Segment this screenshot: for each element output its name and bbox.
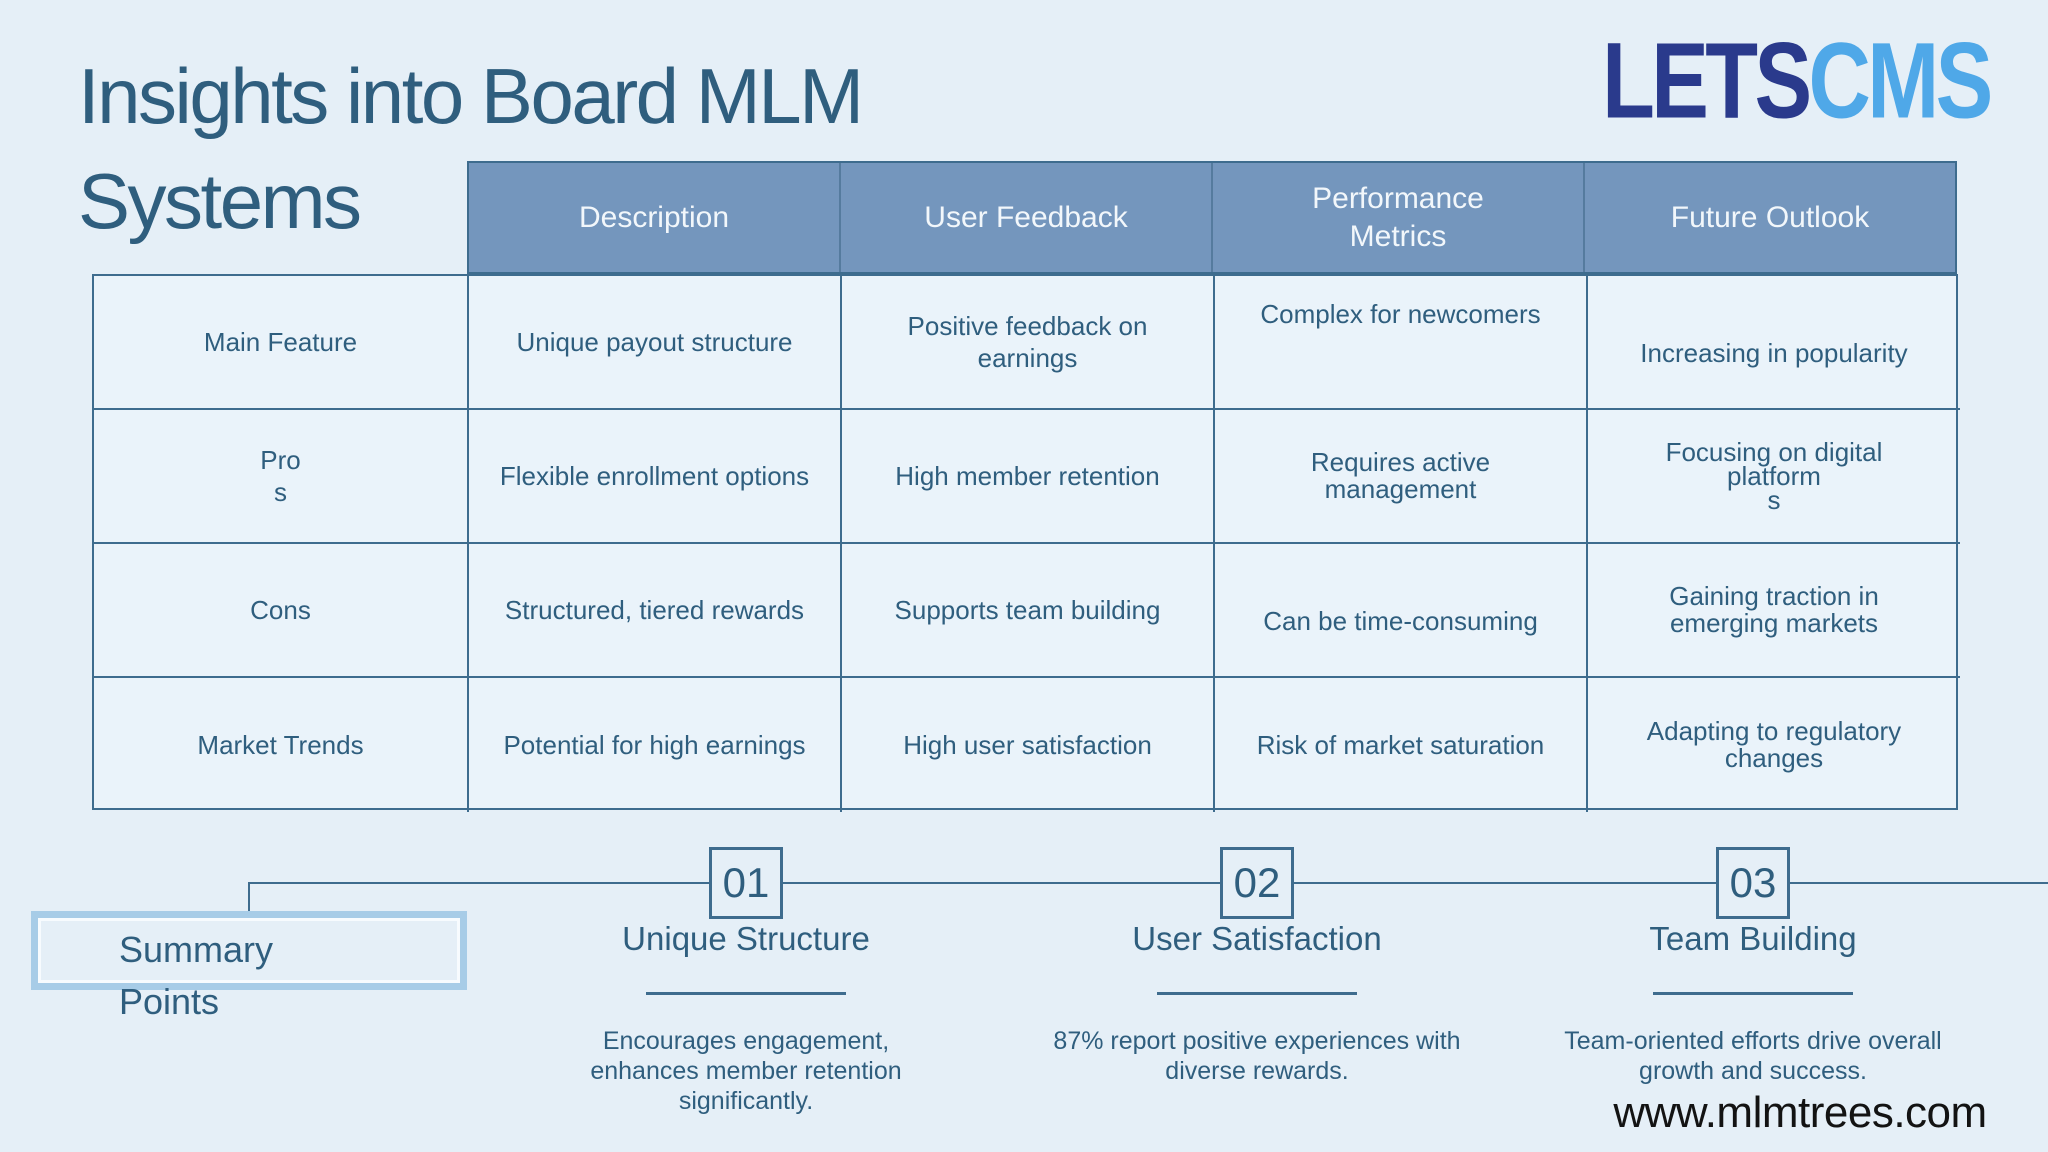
logo-cms: CMS <box>1808 21 1994 141</box>
table-cell: Increasing in popularity <box>1588 276 1960 410</box>
logo-lets: LETS <box>1602 21 1812 141</box>
table-cell: Structured, tiered rewards <box>469 544 842 678</box>
table-header-row: Description User Feedback Performance Me… <box>467 161 1957 274</box>
table-cell: Risk of market saturation <box>1215 678 1588 812</box>
website-url: www.mlmtrees.com <box>1613 1088 1987 1137</box>
connector-elbow-line <box>248 882 250 913</box>
table-cell: Focusing on digital platform s <box>1588 410 1960 544</box>
table-cell: Adapting to regulatory changes <box>1646 716 1902 773</box>
point-number: 02 <box>1233 859 1281 906</box>
table-body: Main Feature Unique payout structure Pos… <box>92 274 1960 812</box>
letscms-logo: LETSCMS <box>1602 20 1994 143</box>
table-cell: Flexible enrollment options <box>469 410 842 544</box>
point-number: 03 <box>1729 859 1777 906</box>
point-divider <box>1157 992 1357 995</box>
table-cell: Can be time-consuming <box>1215 544 1588 678</box>
point-description: Encourages engagement, enhances member r… <box>590 1027 902 1115</box>
table-cell: Unique payout structure <box>469 276 842 410</box>
point-title-user-satisfaction: User Satisfaction <box>1132 920 1382 957</box>
point-description: 87% report positive experiences with div… <box>1053 1027 1461 1085</box>
table-cell: High user satisfaction <box>842 678 1215 812</box>
table-cell: Requires active management <box>1215 410 1588 544</box>
point-title-unique-structure: Unique Structure <box>622 920 870 957</box>
summary-points-box <box>31 911 467 990</box>
column-header-performance-metrics: Performance Metrics <box>1213 163 1585 272</box>
point-description: Team-oriented efforts drive overall grow… <box>1564 1027 1942 1085</box>
column-header-future-outlook: Future Outlook <box>1670 200 1870 234</box>
point-number-box-02: 02 <box>1220 847 1294 919</box>
row-label-market-trends: Market Trends <box>94 678 469 812</box>
page-title: Insights into Board MLM Systems <box>78 52 864 245</box>
point-number-box-01: 01 <box>709 847 783 919</box>
table-cell: High member retention <box>842 410 1215 544</box>
point-number-box-03: 03 <box>1716 847 1790 919</box>
table-cell: Complex for newcomers <box>1215 276 1588 410</box>
table-cell: Gaining traction in emerging markets <box>1588 544 1960 678</box>
row-label-pros: Pro s <box>94 410 469 544</box>
row-label-main-feature: Main Feature <box>94 276 469 410</box>
connector-horizontal-line <box>249 882 2048 884</box>
summary-points-label: Summary Points <box>119 929 274 1022</box>
point-number: 01 <box>722 859 770 906</box>
point-title-team-building: Team Building <box>1649 920 1857 957</box>
column-header-description: Description <box>469 163 841 272</box>
table-cell: Positive feedback on earnings <box>842 276 1215 410</box>
table-cell: Potential for high earnings <box>469 678 842 812</box>
point-divider <box>646 992 846 995</box>
table-cell: Supports team building <box>842 544 1215 678</box>
point-divider <box>1653 992 1853 995</box>
row-label-cons: Cons <box>94 544 469 678</box>
column-header-user-feedback: User Feedback <box>841 163 1213 272</box>
